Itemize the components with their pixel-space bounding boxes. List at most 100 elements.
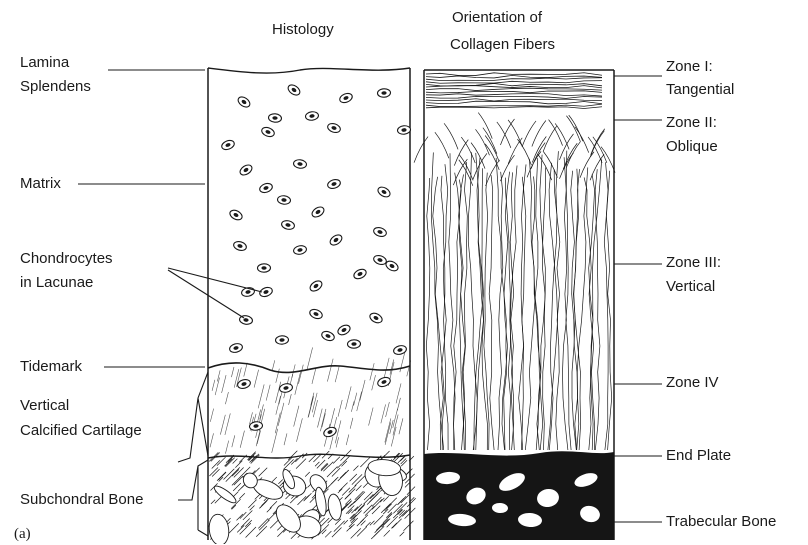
bone-hatch-stroke (401, 460, 407, 466)
bone-hatch-stroke (270, 501, 277, 508)
collagen-panel (414, 70, 615, 540)
calcified-hatch-stroke (369, 408, 374, 426)
bone-hatch-stroke (228, 456, 233, 461)
tangential-fiber (426, 104, 602, 106)
calcified-hatch-stroke (257, 431, 260, 444)
tangential-fiber (426, 99, 602, 101)
calcified-hatch-stroke (272, 429, 278, 453)
bone-hatch-stroke (235, 461, 242, 468)
calcified-hatch-stroke (370, 363, 374, 380)
bone-hatch-stroke (357, 519, 364, 526)
calcified-hatch-stroke (240, 431, 244, 448)
bone-hatch-stroke (217, 457, 226, 466)
calcified-hatch-stroke (338, 400, 342, 417)
bone-hatch-stroke (398, 509, 403, 514)
bone-hatch-stroke (364, 505, 373, 514)
calcified-hatch-stroke (225, 413, 230, 435)
calcified-hatch-stroke (289, 394, 292, 405)
calcified-hatch-stroke (322, 413, 325, 427)
bone-hatch-stroke (233, 467, 240, 474)
oblique-fiber (555, 123, 569, 149)
vertical-fiber (433, 177, 445, 450)
calcified-hatch-stroke (396, 383, 401, 403)
bone-hatch-stroke (403, 521, 413, 531)
bone-hatch-stroke (260, 502, 267, 509)
bone-hatch-stroke (327, 466, 337, 476)
zone2-oblique-fibers (414, 113, 615, 186)
bone-hatch-stroke (305, 472, 310, 477)
vertical-fiber (604, 162, 608, 450)
bone-hatch-stroke (374, 515, 384, 525)
vertical-fiber (566, 151, 571, 450)
bone-hatch-stroke (217, 472, 226, 481)
oblique-fiber (461, 137, 475, 163)
bone-hatch-stroke (325, 531, 331, 537)
bone-hatch-stroke (232, 477, 241, 486)
calcified-hatch-stroke (275, 413, 280, 434)
oblique-fiber (471, 143, 485, 169)
bone-hatch-stroke (329, 462, 334, 467)
bone-hatch-stroke (337, 464, 342, 469)
calcified-hatch-stroke (222, 375, 226, 393)
calcified-hatch-stroke (393, 409, 398, 428)
oblique-fiber (444, 123, 458, 149)
calcified-hatch-stroke (294, 406, 299, 427)
oblique-fiber (485, 136, 499, 162)
bone-hatch-stroke (338, 470, 349, 481)
bone-hatch-stroke (345, 493, 351, 499)
bone-hatch-stroke (355, 491, 364, 500)
oblique-fiber (475, 129, 489, 155)
calcified-hatch-stroke (210, 433, 214, 447)
oblique-fiber (566, 116, 580, 142)
bone-hatch-stroke (237, 525, 244, 532)
bone-hatch-stroke (370, 488, 381, 499)
calcified-hatch-stroke (278, 403, 284, 426)
bone-hatch-stroke (313, 454, 321, 462)
oblique-fiber (435, 132, 449, 158)
calcified-hatch-stroke (272, 360, 275, 370)
bone-hatch-stroke (288, 451, 297, 460)
tangential-fiber (426, 73, 602, 76)
bone-hatch-stroke (272, 477, 277, 482)
bone-hatch-stroke (358, 504, 365, 511)
bone-hatch-stroke (315, 462, 319, 466)
calcified-hatch-stroke (391, 427, 396, 447)
bone-hatch-stroke (246, 527, 256, 537)
calcified-hatch-stroke (346, 434, 349, 445)
bone-hatch-stroke (326, 478, 337, 489)
calcified-hatch-stroke (254, 370, 258, 388)
histology-panel (207, 68, 415, 544)
bone-hatch-stroke (234, 476, 243, 485)
calcified-hatch-stroke (372, 375, 376, 390)
bone-hatch-stroke (267, 508, 272, 513)
calcified-hatch-stroke (385, 418, 391, 442)
bone-hatch-stroke (259, 468, 268, 477)
bone-hatch-stroke (405, 483, 410, 488)
calcified-hatch-stroke (298, 365, 303, 384)
lamina-splendens-edge (208, 68, 410, 73)
calcified-hatch-stroke (327, 359, 333, 382)
bone-hatch-stroke (340, 472, 346, 478)
bone-hatch-stroke (407, 498, 416, 507)
calcified-hatch-stroke (296, 418, 302, 441)
calcified-hatch-stroke (220, 415, 225, 435)
bone-hatch-stroke (291, 458, 297, 464)
calcified-hatch-stroke (384, 358, 389, 379)
calcified-hatch-stroke (312, 368, 316, 384)
calcified-hatch-stroke (232, 435, 235, 447)
calcified-hatch-stroke (354, 393, 357, 406)
oblique-fiber (566, 142, 580, 168)
vertical-fiber (571, 171, 578, 450)
chondrocyte-group (220, 83, 410, 439)
cement-line (208, 454, 410, 458)
calcified-hatch-stroke (381, 404, 386, 423)
oblique-fiber (588, 137, 602, 163)
bone-hatch-stroke (309, 454, 316, 461)
tangential-fiber (426, 101, 602, 104)
bone-hatch-stroke (321, 463, 327, 469)
bone-hatch-stroke (350, 474, 357, 481)
bone-hatch-stroke (243, 510, 252, 519)
bone-hatch-stroke (338, 489, 342, 493)
bone-hatch-stroke (355, 476, 365, 486)
